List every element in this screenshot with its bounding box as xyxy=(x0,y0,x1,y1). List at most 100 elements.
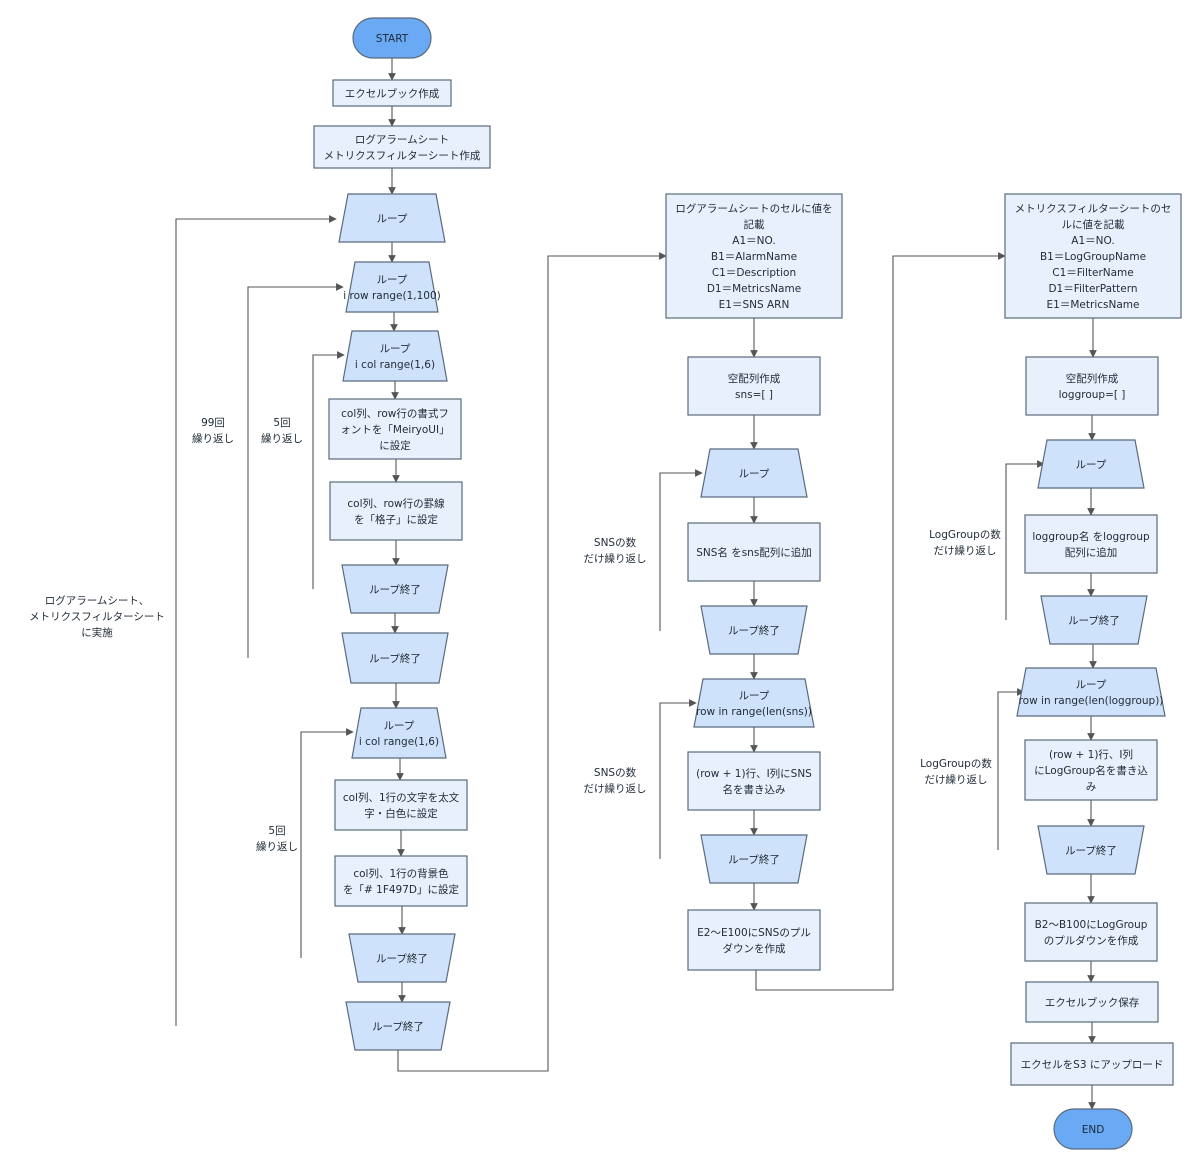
sns-write-label: 名を書き込み xyxy=(723,783,786,796)
excel-save-shape xyxy=(1025,981,1159,1023)
col2-loop-note: 繰り返し xyxy=(256,840,298,853)
border-set-shape xyxy=(329,481,463,541)
lg-array-shape xyxy=(1025,356,1159,416)
loop-col2-end-shape xyxy=(348,933,456,983)
loop-col2-shape xyxy=(351,707,447,759)
row-loop-note: 繰り返し xyxy=(192,432,234,445)
start-label: START xyxy=(376,33,409,45)
lg-write-label: にLogGroup名を書き込 xyxy=(1034,764,1148,777)
bg-set-label: col列、1行の背景色 xyxy=(353,867,449,880)
col1-loop-note: 繰り返し xyxy=(261,432,303,445)
excel-create-label: エクセルブック作成 xyxy=(345,87,440,100)
node-sns-write: (row + 1)行、I列にSNS 名を書き込み xyxy=(687,751,821,811)
sns-array-label: 空配列作成 xyxy=(728,372,781,385)
font-set-label: に設定 xyxy=(379,439,411,452)
node-loop-sns-row-end: ループ終了 xyxy=(700,834,808,884)
sns-write-shape xyxy=(687,751,821,811)
s3-upload-label: エクセルをS3 にアップロード xyxy=(1021,1059,1164,1071)
sns-dropdown-label: ダウンを作成 xyxy=(723,942,786,955)
sns-dropdown-shape xyxy=(687,909,821,971)
lg-append-shape xyxy=(1024,514,1158,574)
alarm-header-label: D1＝MetricsName xyxy=(707,283,801,295)
metric-header-label: C1＝FilterName xyxy=(1052,267,1134,279)
sns-array-label: sns=[ ] xyxy=(735,389,773,401)
loop-sns-row-shape xyxy=(693,678,815,728)
outer-loop-note: ログアラームシート、 xyxy=(45,594,149,607)
lg-append-label: loggroup名 をloggroup xyxy=(1032,530,1150,543)
metric-header-label: A1＝NO. xyxy=(1071,235,1114,247)
loop-col2-end-label: ループ終了 xyxy=(376,952,428,965)
sns-write-label: (row + 1)行、I列にSNS xyxy=(696,767,812,780)
alarm-header-label: A1＝NO. xyxy=(732,235,775,247)
sns-dropdown-label: E2〜E100にSNSのプル xyxy=(697,927,811,939)
node-loop-lg-row-end: ループ終了 xyxy=(1037,825,1145,875)
border-set-label: を「格子」に設定 xyxy=(354,513,438,526)
node-loop-outer-end: ループ終了 xyxy=(345,1001,451,1051)
node-excel-save: エクセルブック保存 xyxy=(1025,981,1159,1023)
connector xyxy=(300,728,354,958)
lg-loop-note: だけ繰り返し xyxy=(934,544,997,557)
loop-row-label: ループ xyxy=(377,274,408,286)
alarm-header-label: C1＝Description xyxy=(712,267,796,279)
lg-loop-note: LogGroupの数 xyxy=(929,528,1001,541)
alarm-header-label: 記載 xyxy=(744,218,765,231)
flow-nodes: START エクセルブック作成ログアラームシートメトリクスフィルターシート作成ルー… xyxy=(313,17,1182,1150)
lg-row-loop-note: LogGroupの数 xyxy=(920,757,992,770)
loop-row-label: i row range(1,100) xyxy=(343,290,440,302)
bold-set-label: col列、1行の文字を太文 xyxy=(343,791,460,804)
lg-dropdown-label: B2〜B100にLogGroup xyxy=(1035,919,1148,931)
font-set-shape xyxy=(328,398,462,460)
row-loop-note: 99回 xyxy=(201,417,225,429)
loop-lg-row-end-shape xyxy=(1037,825,1145,875)
loop-outer-end-shape xyxy=(345,1001,451,1051)
loop-lg-end-shape xyxy=(1040,595,1148,645)
node-sns-append: SNS名 をsns配列に追加 xyxy=(687,522,821,582)
loop-lg-row-label: row in range(len(loggroup)) xyxy=(1019,695,1164,707)
connectors xyxy=(175,58,1097,1110)
loop-lg-label: ループ xyxy=(1076,459,1107,471)
node-loop-row: ループ i row range(1,100) xyxy=(343,261,441,313)
connector xyxy=(659,469,703,631)
metric-header-label: ルに値を記載 xyxy=(1062,218,1125,231)
connector xyxy=(175,215,337,1026)
metric-header-label: メトリクスフィルターシートのセ xyxy=(1015,203,1172,215)
alarm-header-label: B1＝AlarmName xyxy=(711,251,797,263)
lg-write-shape xyxy=(1024,739,1158,801)
node-end: END xyxy=(1053,1108,1133,1150)
loop-col1-label: i col range(1,6) xyxy=(355,359,435,371)
bold-set-shape xyxy=(334,779,468,831)
node-sns-array: 空配列作成 sns=[ ] xyxy=(687,356,821,416)
metric-header-shape xyxy=(1004,193,1182,319)
node-start: START xyxy=(352,17,432,59)
outer-loop-note: メトリクスフィルターシート xyxy=(29,611,165,623)
node-s3-upload: エクセルをS3 にアップロード xyxy=(1010,1042,1174,1086)
metric-header-label: E1＝MetricsName xyxy=(1047,299,1140,311)
sheet-create-shape xyxy=(313,125,491,169)
connector xyxy=(247,283,344,658)
node-loop-col1-end: ループ終了 xyxy=(341,564,449,614)
metric-header-label: B1＝LogGroupName xyxy=(1040,251,1146,263)
loop-outer-shape xyxy=(338,193,446,243)
loop-lg-row-end-label: ループ終了 xyxy=(1065,844,1117,857)
connector xyxy=(997,688,1025,850)
excel-save-label: エクセルブック保存 xyxy=(1045,996,1140,1009)
loop-lg-end-label: ループ終了 xyxy=(1068,614,1120,627)
border-set-label: col列、row行の罫線 xyxy=(347,497,445,510)
loop-lg-shape xyxy=(1037,439,1145,489)
col2-loop-note: 5回 xyxy=(268,825,285,837)
node-loop-sns-end: ループ終了 xyxy=(700,605,808,655)
end-shape xyxy=(1053,1108,1133,1150)
loop-col1-end-label: ループ終了 xyxy=(369,583,421,596)
node-loop-outer: ループ xyxy=(338,193,446,243)
node-loop-lg: ループ xyxy=(1037,439,1145,489)
bg-set-label: を「# 1F497D」に設定 xyxy=(343,883,459,896)
